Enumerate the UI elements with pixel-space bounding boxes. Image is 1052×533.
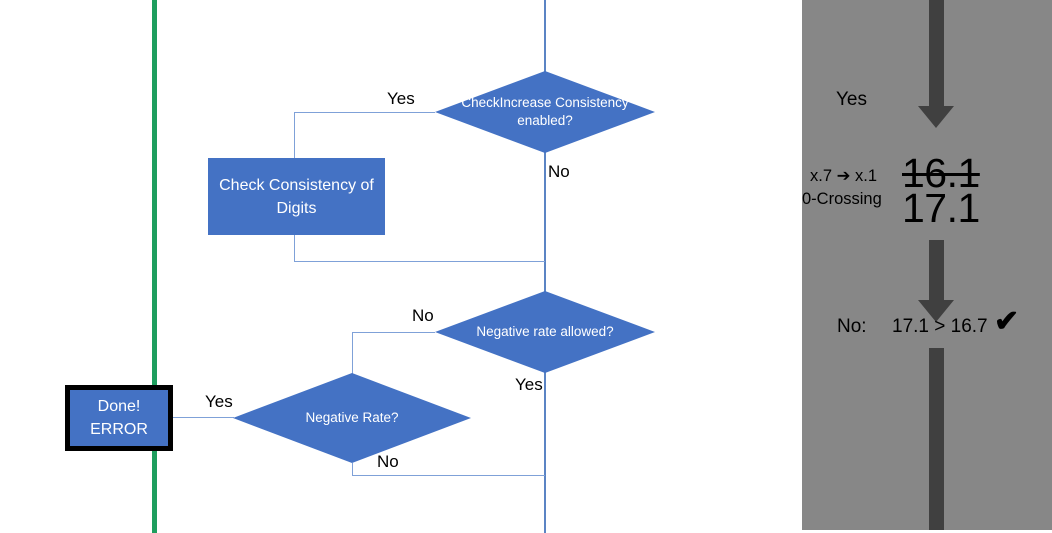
arrow-shaft-middle bbox=[929, 240, 944, 308]
edge-yes-horizontal bbox=[294, 112, 435, 113]
annotation-panel: Yes x.7 ➔ x.1 16.1 0-Crossing 17.1 No: 1… bbox=[802, 0, 1052, 530]
trunk-top bbox=[544, 0, 546, 84]
edge-label-negative-allowed-yes: Yes bbox=[515, 375, 543, 394]
panel-bottom-edge bbox=[802, 530, 1052, 533]
panel-result-checkmark: ✔ bbox=[994, 305, 1020, 338]
edge-label-negative-allowed-no: No bbox=[412, 306, 434, 325]
edge-label-check-increase-no: No bbox=[548, 162, 570, 181]
edge-label-negative-rate-yes: Yes bbox=[205, 392, 233, 411]
process-label: Check Consistency of Digits bbox=[219, 176, 374, 217]
decision-negative-rate[interactable]: Negative Rate? bbox=[232, 372, 472, 464]
green-divider-line bbox=[152, 0, 157, 533]
panel-row-value-0: 16.1 bbox=[902, 150, 980, 196]
edge-yes-return-horizontal bbox=[294, 261, 545, 262]
decision-check-increase-consistency[interactable]: CheckIncrease Consistency enabled? bbox=[434, 70, 656, 154]
edge-yes-vertical-exit bbox=[294, 234, 295, 262]
arrow-head-top bbox=[918, 106, 954, 128]
edge-neg-allowed-no-vertical bbox=[352, 332, 353, 374]
trunk-middle bbox=[544, 142, 546, 310]
terminator-line-2: ERROR bbox=[90, 421, 148, 438]
trunk-lower bbox=[544, 362, 546, 533]
decision-negative-rate-allowed[interactable]: Negative rate allowed? bbox=[434, 290, 656, 374]
edge-negative-rate-no-vertical bbox=[352, 463, 353, 476]
edge-label-negative-rate-no: No bbox=[377, 452, 399, 471]
panel-row-label-0: x.7 ➔ x.1 bbox=[810, 167, 878, 185]
arrow-shaft-top bbox=[929, 0, 944, 106]
arrow-head-middle bbox=[918, 300, 954, 322]
panel-result-prefix: No: bbox=[837, 316, 867, 337]
panel-row-label-1: 0-Crossing bbox=[802, 190, 882, 208]
terminator-line-1: Done! bbox=[97, 398, 141, 415]
edge-neg-allowed-no-horizontal bbox=[352, 332, 435, 333]
arrow-shaft-bottom bbox=[929, 348, 944, 530]
panel-yes-label: Yes bbox=[836, 89, 867, 110]
process-check-consistency-of-digits[interactable]: Check Consistency of Digits bbox=[208, 158, 385, 235]
panel-row-value-1: 17.1 bbox=[902, 185, 980, 231]
panel-result-comparison: 17.1 > 16.7 bbox=[892, 316, 988, 337]
edge-negative-rate-no-horizontal bbox=[352, 475, 545, 476]
edge-negative-rate-yes-line bbox=[172, 417, 234, 418]
edge-label-check-increase-yes: Yes bbox=[387, 89, 415, 108]
edge-yes-vertical-down bbox=[294, 112, 295, 160]
terminator-done-error[interactable]: Done! ERROR bbox=[65, 385, 173, 451]
